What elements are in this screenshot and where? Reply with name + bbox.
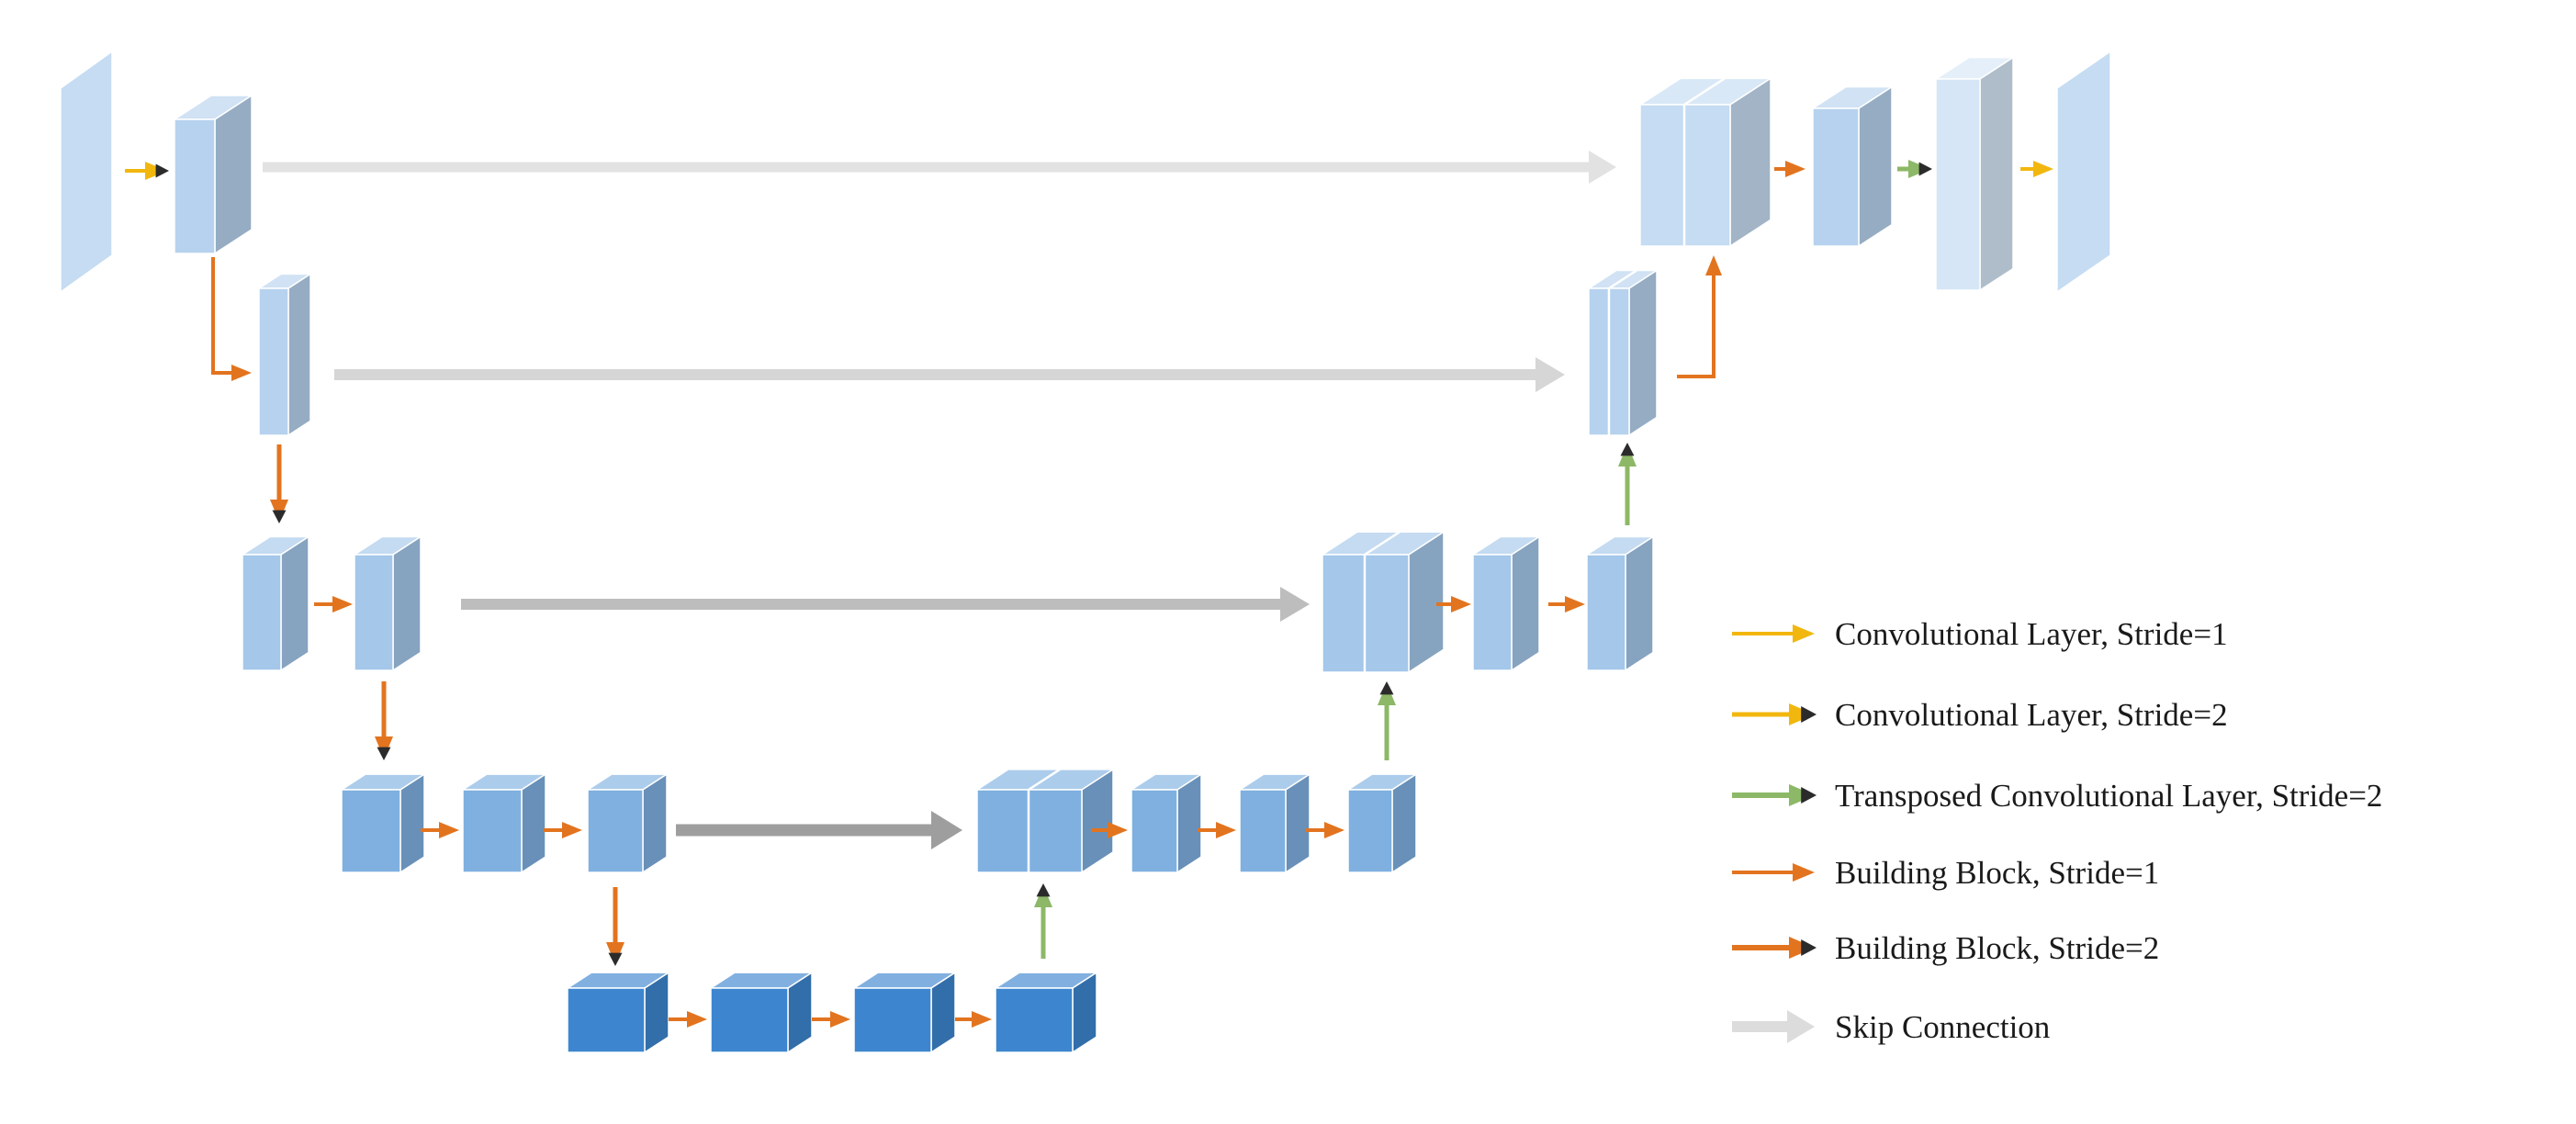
bottleneck-block-2 xyxy=(708,971,815,1054)
encoder-block-4b xyxy=(460,772,548,874)
encoder-block-2 xyxy=(256,273,313,437)
building-block-stride1-arrow-l4-enc2 xyxy=(544,822,582,838)
decoder-block-4d xyxy=(1345,772,1419,874)
encoder-block-3a xyxy=(240,535,311,672)
building-block-stride1-legend-icon xyxy=(1732,863,1815,882)
legend: Convolutional Layer, Stride=1Convolution… xyxy=(1732,616,2382,1045)
building-block-stride1-arrow-l5-1 xyxy=(669,1011,707,1028)
legend-label: Building Block, Stride=1 xyxy=(1835,855,2159,891)
skip-connection-level-3 xyxy=(461,587,1310,622)
legend-label: Skip Connection xyxy=(1835,1009,2050,1045)
conv-stride1-arrow-output xyxy=(2020,161,2053,177)
decoder-block-4c xyxy=(1237,772,1312,874)
decoder-block-1 xyxy=(1810,85,1895,248)
output-image-slab xyxy=(2056,50,2111,294)
building-block-stride2-legend-icon xyxy=(1732,937,1817,959)
transposed-conv-arrow-l5-l4 xyxy=(1034,883,1052,959)
input-image-slab xyxy=(60,50,113,294)
bottleneck-block-3 xyxy=(851,971,958,1054)
decoder-concat-block-2 xyxy=(1586,269,1659,437)
building-block-stride1-arrow-l3-dec1 xyxy=(1436,596,1471,613)
legend-item: Convolutional Layer, Stride=1 xyxy=(1732,616,2228,652)
transposed-conv-arrow-l3-l2 xyxy=(1618,443,1637,525)
transposed-conv-arrow-l4-l3 xyxy=(1378,681,1396,760)
building-block-stride2-arrow-l2-l3 xyxy=(270,444,288,523)
encoder-block-1 xyxy=(172,94,254,255)
building-block-stride1-arrow-l5-2 xyxy=(812,1011,850,1028)
conv-stride2-legend-icon xyxy=(1732,703,1817,725)
building-block-stride1-arrow-l3-dec2 xyxy=(1548,596,1585,613)
bottleneck-block-1 xyxy=(565,971,671,1054)
skip-connection-level-4 xyxy=(676,811,962,849)
legend-label: Building Block, Stride=2 xyxy=(1835,930,2159,966)
legend-label: Transposed Convolutional Layer, Stride=2 xyxy=(1835,778,2382,814)
legend-label: Convolutional Layer, Stride=2 xyxy=(1835,697,2228,733)
decoder-block-4b xyxy=(1129,772,1204,874)
decoder-block-3b xyxy=(1470,535,1542,672)
conv-stride1-legend-icon xyxy=(1732,624,1815,643)
transposed-conv-legend-icon xyxy=(1732,784,1817,806)
building-block-stride1-arrow-l4-enc1 xyxy=(421,822,459,838)
building-block-stride1-arrow-l4-dec3 xyxy=(1306,822,1344,838)
transposed-conv-arrow-l1 xyxy=(1897,160,1932,178)
legend-item: Building Block, Stride=1 xyxy=(1732,855,2159,891)
legend-item: Skip Connection xyxy=(1732,1009,2050,1045)
decoder-concat-block-1 xyxy=(1637,77,1773,248)
skip-connection-legend-icon xyxy=(1732,1010,1815,1043)
encoder-block-4a xyxy=(339,772,427,874)
building-block-stride2-arrow-l3-l4 xyxy=(375,681,393,760)
decoder-block-3c xyxy=(1584,535,1656,672)
conv-stride2-arrow-input xyxy=(125,162,169,180)
decoder-concat-block-3 xyxy=(1320,530,1446,674)
skip-connections xyxy=(263,151,1616,849)
bottleneck-block-4 xyxy=(993,971,1099,1054)
legend-item: Building Block, Stride=2 xyxy=(1732,930,2159,966)
encoder-block-3b xyxy=(352,535,423,672)
layer-arrows xyxy=(125,160,2053,1028)
building-block-stride1-arrow-l5-3 xyxy=(955,1011,992,1028)
building-block-stride1-arrow-l4-dec2 xyxy=(1198,822,1236,838)
skip-connection-level-1 xyxy=(263,151,1616,184)
building-block-stride1-arrow-l2-up xyxy=(1677,255,1722,378)
encoder-block-4c xyxy=(585,772,669,874)
decoder-upsampled-block-1 xyxy=(1933,56,2016,292)
building-block-stride2-arrow-l4-l5 xyxy=(606,887,624,966)
building-block-stride1-arrow-l3-enc xyxy=(314,596,353,613)
legend-label: Convolutional Layer, Stride=1 xyxy=(1835,616,2228,652)
building-block-stride2-arrow-l1-l2 xyxy=(211,257,252,381)
skip-connection-level-2 xyxy=(334,357,1565,392)
decoder-concat-block-4 xyxy=(974,768,1116,874)
building-block-stride1-arrow-l4-dec1 xyxy=(1091,822,1128,838)
legend-item: Convolutional Layer, Stride=2 xyxy=(1732,697,2228,733)
building-block-stride1-arrow-l1 xyxy=(1774,161,1805,177)
legend-item: Transposed Convolutional Layer, Stride=2 xyxy=(1732,778,2382,814)
feature-map-blocks xyxy=(60,50,2111,1054)
